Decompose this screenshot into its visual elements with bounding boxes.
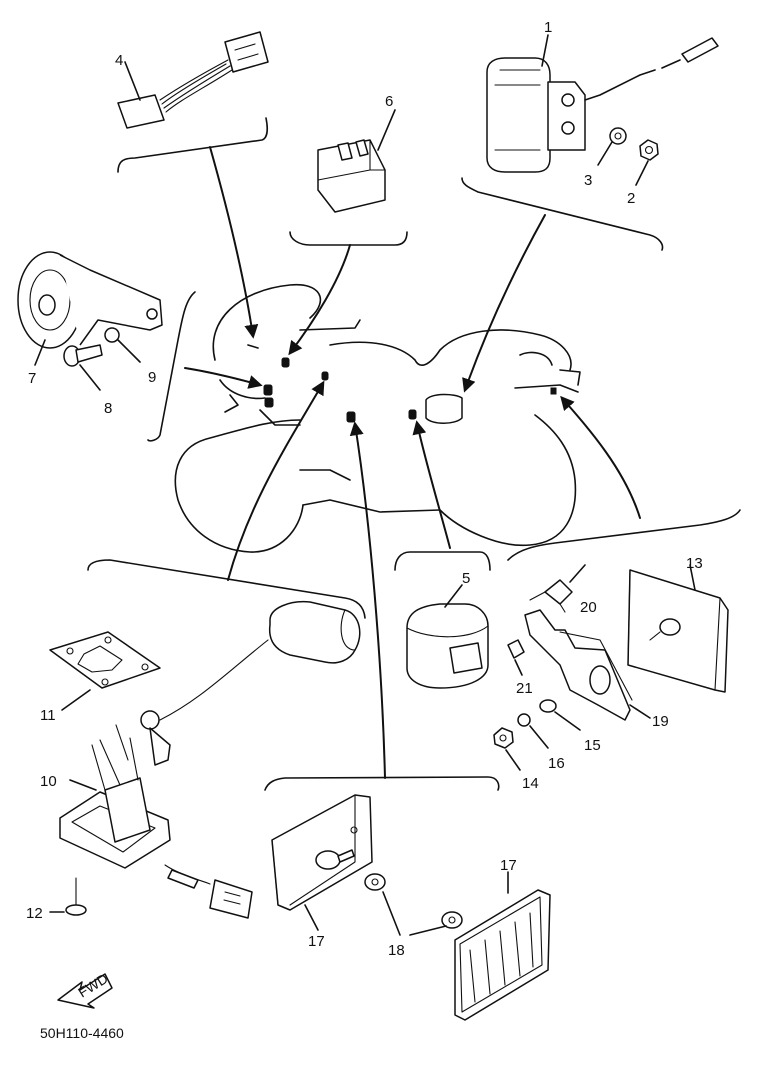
callout-21: 21 (516, 680, 533, 697)
callout-17-front: 17 (308, 933, 325, 950)
callout-10: 10 (40, 773, 57, 790)
part-15-washer (539, 699, 581, 731)
part-19-bracket (524, 609, 651, 721)
part-6-relay (317, 109, 396, 213)
part-10-fuel-sender (59, 600, 361, 919)
callout-11: 11 (40, 707, 56, 724)
callout-17-rear: 17 (500, 857, 517, 874)
part-16-lockwasher (517, 713, 549, 749)
part-18-nuts (364, 873, 463, 936)
drawing-code: 50H110-4460 (40, 1025, 124, 1041)
callout-20: 20 (580, 599, 597, 616)
callout-18: 18 (388, 942, 405, 959)
part-17-reflector-front (271, 794, 373, 931)
callout-6: 6 (385, 93, 393, 110)
callout-16: 16 (548, 755, 565, 772)
part-13-reflector (627, 564, 729, 693)
callout-12: 12 (26, 905, 43, 922)
callout-1: 1 (544, 19, 552, 36)
callout-3: 3 (584, 172, 592, 189)
part-17-reflector-rear (454, 871, 551, 1021)
callout-14: 14 (522, 775, 539, 792)
part-9-washer (104, 327, 141, 363)
part-3-washer (597, 127, 627, 166)
callout-13: 13 (686, 555, 703, 572)
callout-4: 4 (115, 52, 123, 69)
leader-arrows (184, 146, 641, 779)
motorcycle-outline (174, 283, 581, 553)
part-14-nut (493, 727, 521, 771)
callout-5: 5 (462, 570, 470, 587)
part-11-gasket (49, 631, 161, 711)
callout-8: 8 (104, 400, 112, 417)
part-8-bolt (63, 344, 103, 391)
callout-labels: 1 2 3 4 5 6 7 8 9 10 11 12 13 14 15 16 1… (26, 19, 703, 959)
part-4-wire-harness (117, 31, 269, 129)
installed-part-markers (263, 357, 557, 424)
callout-19: 19 (652, 713, 669, 730)
part-7-horn (17, 251, 163, 366)
callout-9: 9 (148, 369, 156, 386)
part-5-flasher-relay (406, 584, 489, 689)
callout-7: 7 (28, 370, 36, 387)
part-1-starter-relay (486, 34, 719, 173)
callout-15: 15 (584, 737, 601, 754)
fwd-arrow-icon (57, 973, 113, 1009)
part-12-screw (49, 877, 87, 916)
part-21-clip (507, 639, 525, 676)
group-brackets (87, 117, 741, 791)
part-20-rivet (529, 564, 586, 613)
callout-2: 2 (627, 190, 635, 207)
part-2-nut (635, 139, 659, 186)
